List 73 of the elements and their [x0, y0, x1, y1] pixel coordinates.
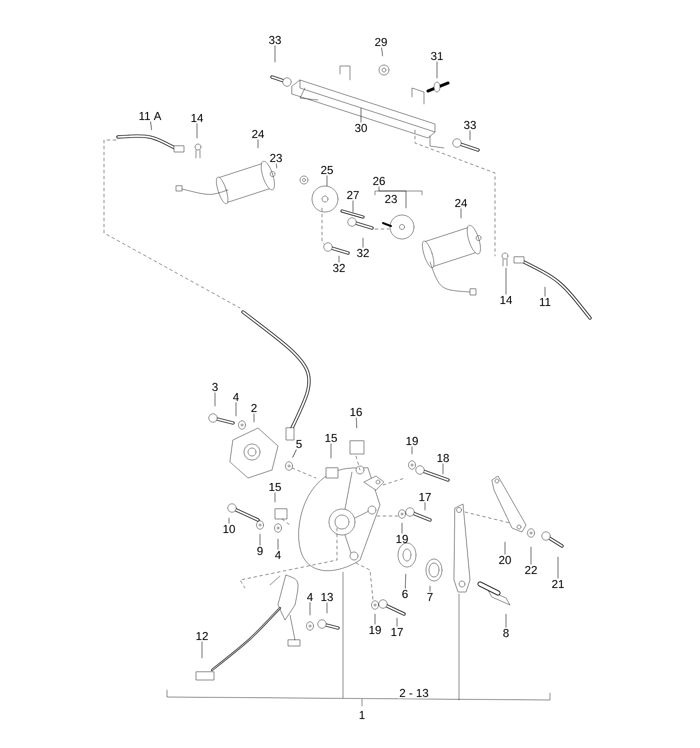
- leader-line: [381, 48, 383, 56]
- callout-number: 12: [196, 632, 208, 640]
- callout-number: 31: [431, 52, 443, 60]
- callout-number: 15: [269, 483, 281, 492]
- leader-line: [405, 574, 406, 588]
- callout-number: 7: [427, 593, 433, 601]
- callout-number: 4: [275, 551, 281, 559]
- leader-line: [362, 238, 364, 248]
- leader-line: [436, 62, 438, 78]
- leader-line: [292, 449, 297, 458]
- callout-number: 14: [191, 114, 204, 122]
- callout-number: 20: [499, 556, 511, 564]
- callout-number: 33: [464, 120, 476, 130]
- leader-line: [274, 46, 276, 62]
- leader-line: [330, 443, 332, 458]
- leader-line: [504, 542, 506, 554]
- callout-number: 18: [437, 454, 449, 462]
- callout-number: 14: [500, 296, 512, 304]
- callout-number: 2: [251, 404, 257, 412]
- leader-line: [396, 618, 398, 627]
- leader-line: [356, 418, 358, 428]
- leader-line: [326, 602, 328, 614]
- callout-number: 23: [270, 154, 282, 162]
- callout-number: 10: [223, 524, 235, 534]
- callout-number: 30: [355, 124, 367, 132]
- leader-line: [460, 208, 462, 218]
- callout-number: 13: [321, 592, 333, 602]
- callout-number: 24: [455, 199, 468, 208]
- callout-number: 16: [350, 408, 362, 416]
- callout-number: 1: [357, 710, 367, 720]
- callout-number: 4: [233, 393, 239, 401]
- leader-line: [352, 200, 354, 212]
- callout-number: 26: [373, 176, 385, 186]
- leader-line: [530, 546, 532, 565]
- leader-line: [196, 123, 198, 138]
- callout-number: 27: [347, 191, 359, 200]
- leader-line: [326, 176, 328, 186]
- callout-number: 22: [525, 566, 537, 574]
- leader-line: [274, 492, 276, 502]
- callout-number: 9: [257, 546, 263, 556]
- leader-line: [374, 614, 376, 624]
- callout-number: 24: [252, 130, 264, 138]
- callout-number: 19: [406, 436, 418, 446]
- leader-line: [150, 121, 152, 130]
- leader-line: [276, 164, 277, 168]
- callout-number: 11: [540, 298, 550, 306]
- callout-number: 17: [391, 628, 403, 636]
- leader-line: [424, 502, 426, 510]
- callout-number: 8: [503, 628, 509, 638]
- leader-line: [338, 256, 340, 262]
- callout-number: 3: [212, 382, 218, 392]
- callout-number: 2 - 13: [398, 687, 430, 699]
- leader-line: [228, 518, 230, 524]
- callout-number: 11 A: [139, 112, 162, 120]
- callout-number: 5: [296, 440, 302, 448]
- callout-number: 15: [325, 434, 337, 442]
- callout-number: 21: [552, 580, 564, 588]
- leader-line: [214, 392, 216, 406]
- leader-line: [360, 108, 362, 122]
- callout-number: 23: [383, 193, 399, 205]
- callout-number: 17: [419, 493, 431, 501]
- callout-number: 29: [375, 38, 387, 46]
- callout-number: 4: [307, 593, 313, 601]
- callout-number: 33: [269, 36, 281, 44]
- leader-line: [442, 464, 444, 474]
- callout-number: 32: [357, 248, 369, 258]
- callout-number: 6: [402, 590, 408, 598]
- callout-number: 19: [369, 626, 381, 634]
- callout-number: 19: [396, 534, 408, 544]
- leader-line: [544, 286, 546, 297]
- callout-number: 25: [321, 166, 333, 174]
- leader-line: [378, 186, 406, 208]
- callout-number: 32: [333, 264, 345, 272]
